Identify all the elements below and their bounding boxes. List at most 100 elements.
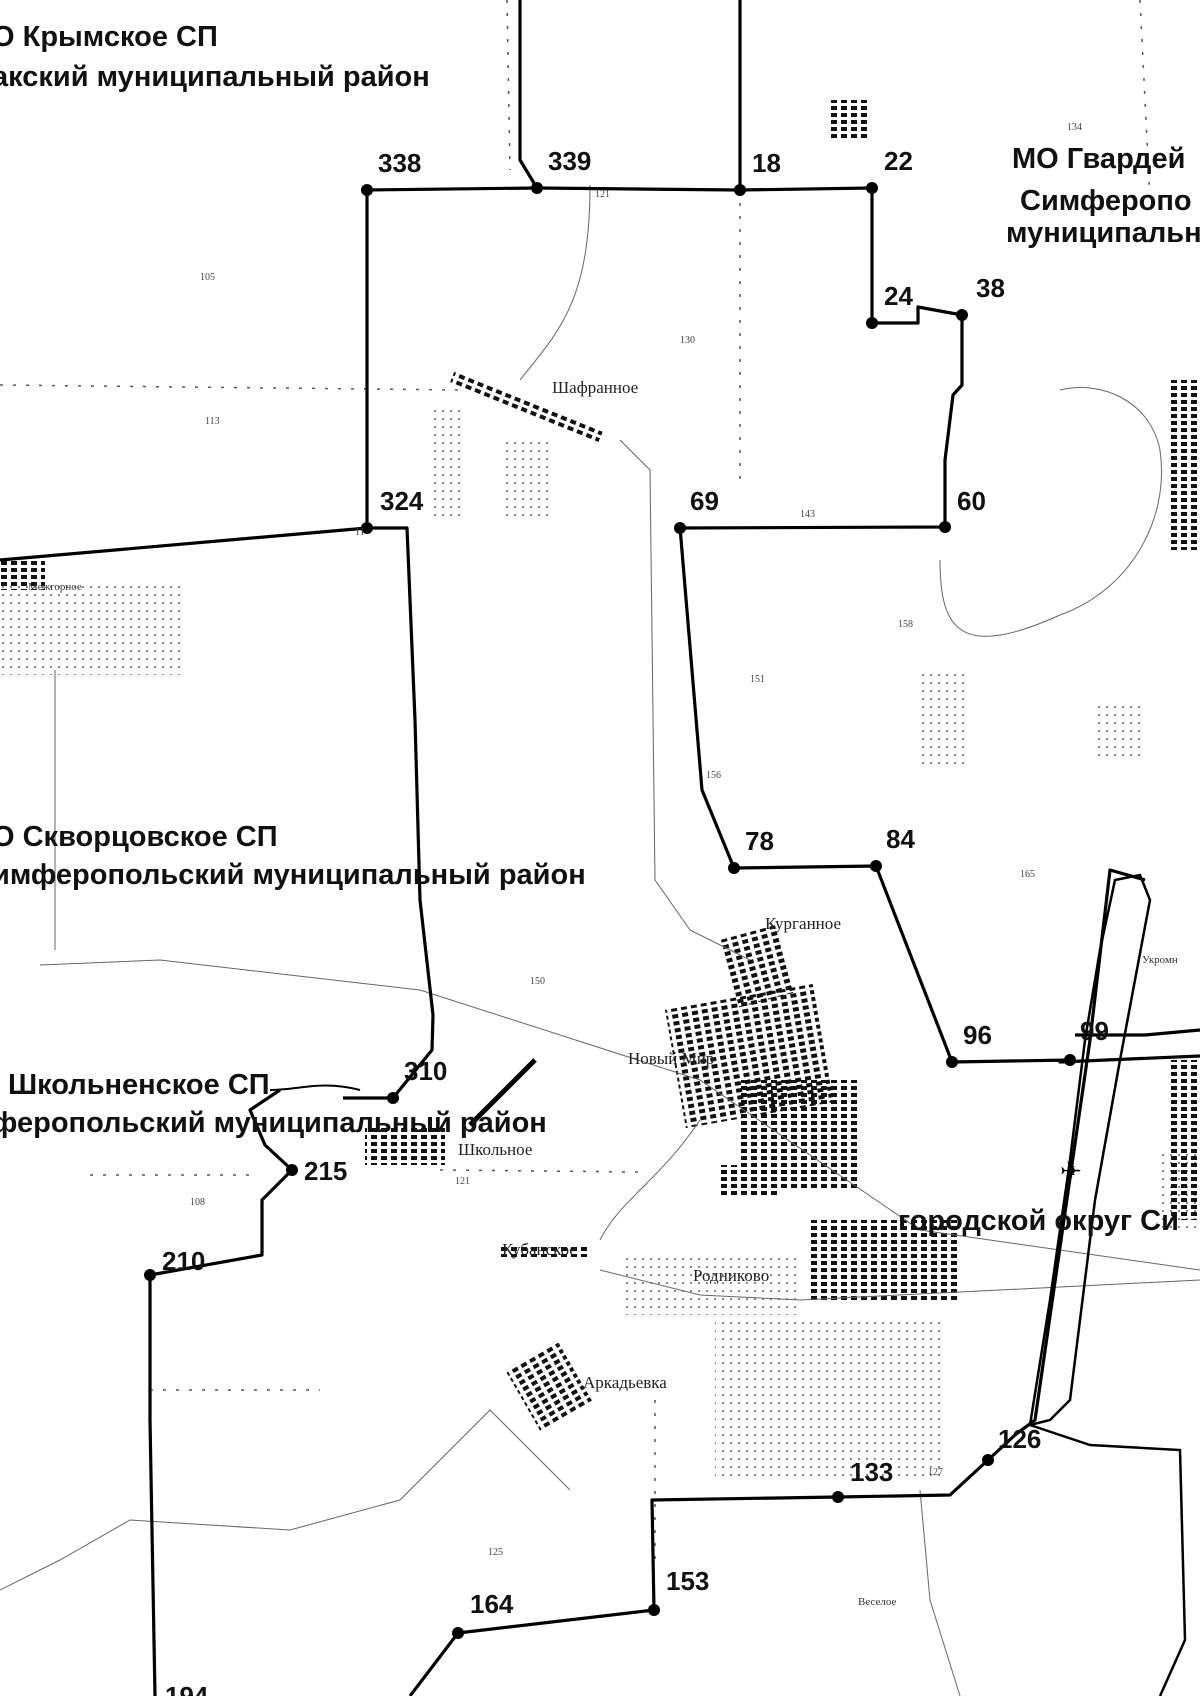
elevation-label: 121: [455, 1176, 470, 1187]
region-gvardeyskoe-line2: Симферопо: [1020, 185, 1192, 217]
road: [0, 1409, 571, 1591]
airport-runway: [1028, 873, 1152, 1427]
point-label: 215: [304, 1156, 347, 1186]
point-label: 210: [162, 1246, 205, 1276]
point-label: 22: [884, 146, 913, 176]
region-krymskoe-line2: акский муниципальный район: [0, 61, 430, 93]
vertex-96: [946, 1056, 958, 1068]
road: [519, 184, 591, 381]
boundary-vertices: [144, 182, 1076, 1639]
dashed-track: [0, 384, 461, 391]
point-label: 338: [378, 148, 421, 178]
region-krymskoe-line1: О Крымское СП: [0, 21, 218, 53]
elevation-label: 165: [1020, 869, 1035, 880]
field-area: [920, 670, 970, 770]
field-area: [620, 1255, 800, 1315]
road: [619, 439, 751, 961]
point-label: 310: [404, 1056, 447, 1086]
airport-taxiway: [1029, 1423, 1187, 1696]
field-area: [500, 440, 550, 520]
region-skvortsovskoe-line1: О Скворцовское СП: [0, 821, 278, 853]
vertex-210: [144, 1269, 156, 1281]
vertex-38: [956, 309, 968, 321]
field-area: [715, 1320, 945, 1480]
vertex-126: [982, 1454, 994, 1466]
region-shkolnenskoe-line2: феропольский муниципальный район: [0, 1107, 547, 1139]
point-label: 99: [1080, 1016, 1109, 1046]
elevation-label: 108: [190, 1197, 205, 1208]
road: [39, 959, 1200, 1271]
vertex-324: [361, 522, 373, 534]
settlement-shafrannoe: Шафранное: [552, 378, 638, 397]
region-simferopol-city: городской округ Си: [898, 1205, 1179, 1237]
point-labels: 338 339 18 22 24 38 324 69 60 78 84 96 9…: [162, 146, 1109, 1696]
region-labels: О Крымское СП акский муниципальный район…: [0, 21, 1200, 1237]
vertex-84: [870, 860, 882, 872]
point-label: 60: [957, 486, 986, 516]
region-gvardeyskoe-line3: муниципальны: [1006, 217, 1200, 249]
settlement-rodnikovo: Родниково: [693, 1266, 769, 1285]
point-label: 96: [963, 1020, 992, 1050]
settlement-blocks: [0, 100, 1200, 1431]
elevation-label: 158: [898, 619, 913, 630]
region-gvardeyskoe-line1: МО Гвардей: [1012, 143, 1185, 175]
elevation-label: 134: [1067, 122, 1082, 133]
elevation-label: 150: [530, 976, 545, 987]
vertex-215: [286, 1164, 298, 1176]
point-label: 126: [998, 1424, 1041, 1454]
vertex-99: [1064, 1054, 1076, 1066]
point-label: 153: [666, 1566, 709, 1596]
field-area: [0, 580, 185, 675]
point-label: 18: [752, 148, 781, 178]
elevation-label: 130: [680, 335, 695, 346]
settlement-ukromnoe: Укромн: [1142, 954, 1178, 966]
point-label: 164: [470, 1589, 514, 1619]
field-area: [428, 410, 464, 520]
road: [919, 1489, 961, 1696]
vertex-164: [452, 1627, 464, 1639]
point-label: 69: [690, 486, 719, 516]
road: [599, 1119, 701, 1241]
point-label: 84: [886, 824, 915, 854]
elevation-label: 156: [706, 770, 721, 781]
point-label: 194: [165, 1681, 209, 1696]
vertex-153: [648, 1604, 660, 1616]
vertex-22: [866, 182, 878, 194]
elevation-marks: 134 121 105 130 113 143 158 151 156 165 …: [190, 122, 1082, 1558]
elevation-label: 143: [800, 509, 815, 520]
elevation-label: 105: [200, 272, 215, 283]
elevation-label: 121: [595, 189, 610, 200]
point-label: 78: [745, 826, 774, 856]
dashed-track: [439, 1169, 641, 1173]
point-label: 339: [548, 146, 591, 176]
road: [599, 1269, 1200, 1301]
boundary-thin: [269, 1084, 361, 1091]
settlement-shkolnoe: Школьное: [458, 1140, 532, 1159]
road: [939, 387, 1162, 637]
point-label: 324: [380, 486, 424, 516]
settlement-labels: Шафранное Межгорное Курганное Новый Мир …: [28, 378, 1178, 1608]
settlement-mezhgornoe: Межгорное: [28, 581, 82, 593]
vertex-60: [939, 521, 951, 533]
region-skvortsovskoe-line2: имферопольский муниципальный район: [0, 859, 586, 891]
vertex-18: [734, 184, 746, 196]
field-area: [1095, 700, 1145, 760]
dashed-track: [506, 0, 511, 171]
settlement-kurgannoe: Курганное: [765, 914, 841, 933]
settlement-arkadevka: Аркадьевка: [583, 1373, 667, 1392]
region-shkolnenskoe-line1: Школьненское СП: [8, 1069, 270, 1101]
vertex-338: [361, 184, 373, 196]
vertex-339: [531, 182, 543, 194]
elevation-label: 151: [750, 674, 765, 685]
point-label: 38: [976, 273, 1005, 303]
settlement-novyi-mir: Новый Мир: [628, 1049, 714, 1068]
vertex-133: [832, 1491, 844, 1503]
elevation-label: 11: [355, 527, 365, 538]
vertex-78: [728, 862, 740, 874]
vertex-24: [866, 317, 878, 329]
point-label: 24: [884, 281, 913, 311]
elevation-label: 125: [488, 1547, 503, 1558]
